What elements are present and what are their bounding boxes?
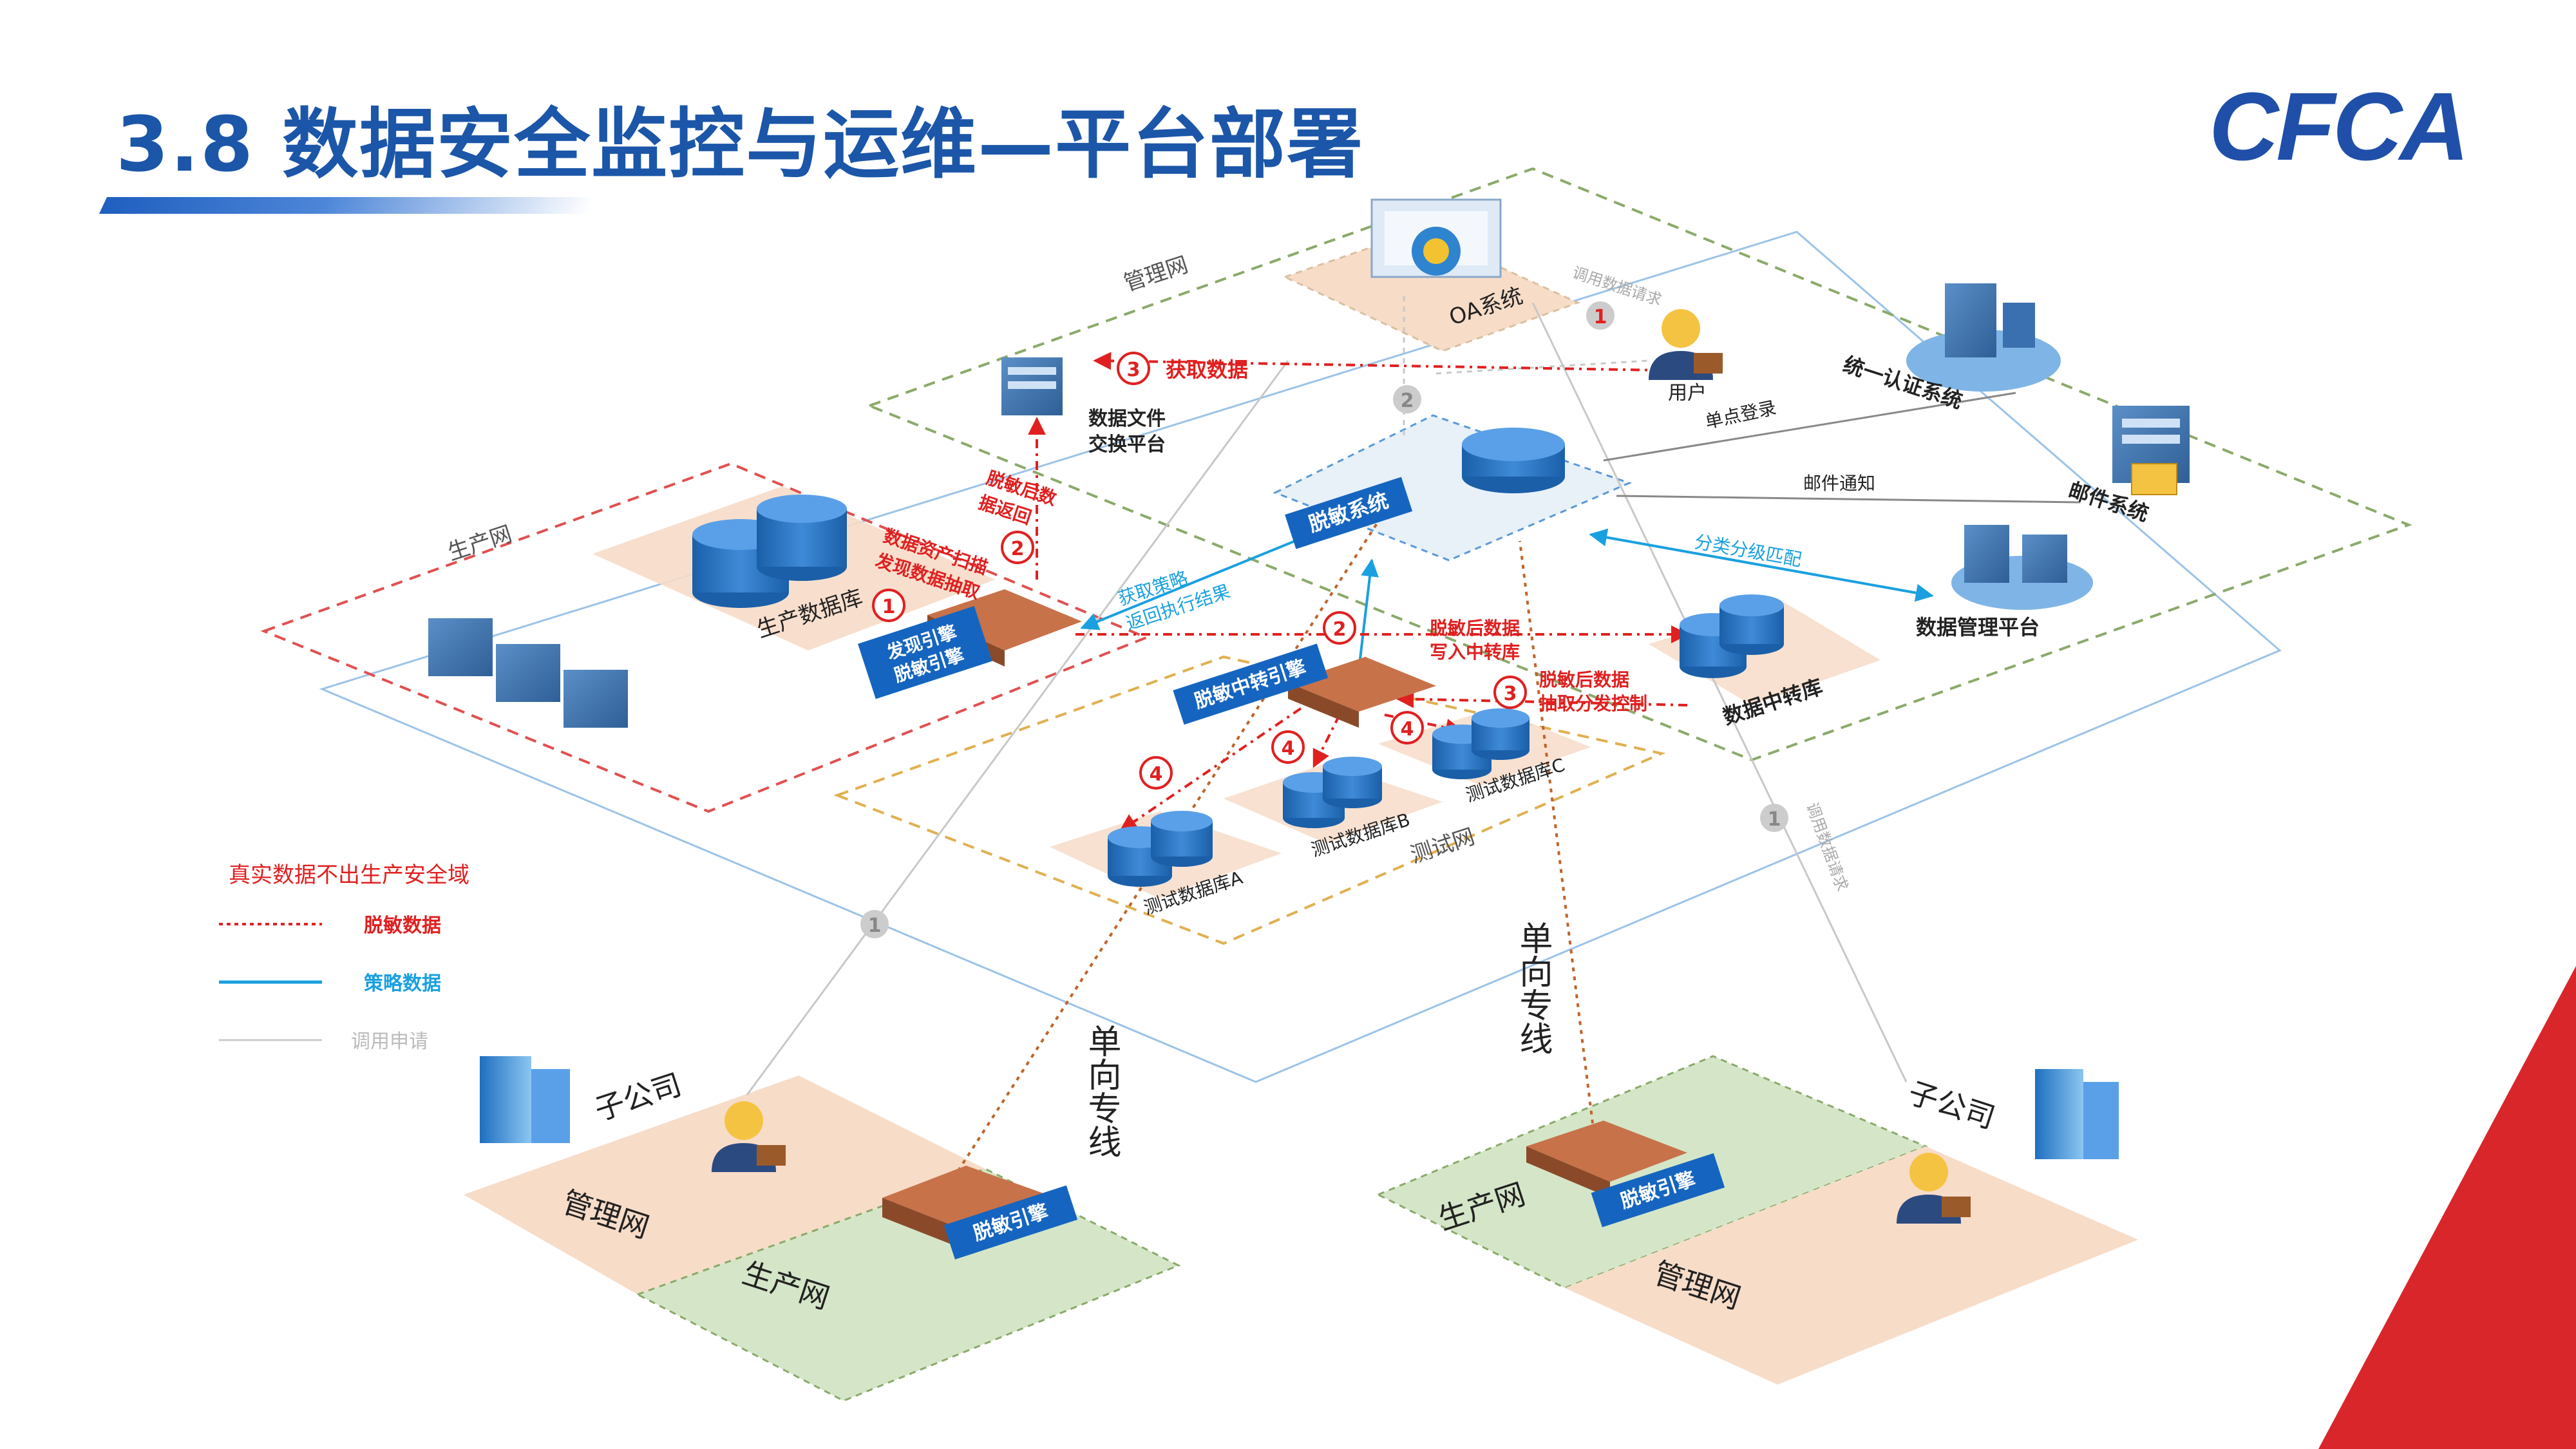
outer-platform	[319, 231, 2282, 1083]
call-request-label-top: 调用数据请求	[1570, 263, 1664, 309]
management-zone-label: 管理网	[1121, 252, 1191, 297]
desensitize-system-db-icon	[1462, 428, 1565, 493]
dedicated-line-label-left-text: 单向专线	[1082, 1024, 1121, 1158]
call-line-left	[746, 360, 1289, 1095]
subsidiary-right-label: 子公司	[1904, 1075, 2000, 1135]
dedicated-line-label-right: 单向专线	[1513, 921, 1552, 1055]
data-relay-db-icon	[1680, 594, 1784, 678]
relay-engine-box	[1173, 643, 1329, 725]
legend-heading: 真实数据不出生产安全域	[229, 862, 469, 888]
strategy-arrow-discovery	[1080, 526, 1329, 630]
step-4-a-num: 4	[1150, 763, 1163, 786]
step-1-left-call-num: 1	[868, 914, 882, 937]
user-icon	[1649, 309, 1723, 380]
step-3-extract-num: 3	[1504, 683, 1517, 705]
step-4-b: 4	[1271, 730, 1305, 764]
file-exchange-label-2: 交换平台	[1088, 433, 1166, 456]
subsidiary-left-engine-box	[943, 1185, 1078, 1260]
step-2-relay-num: 2	[1333, 618, 1347, 641]
legend-desensitized-label: 脱敏数据	[364, 914, 441, 937]
mail-system-icon	[2112, 406, 2190, 495]
subsidiary-left-label: 子公司	[591, 1066, 686, 1127]
step-1-right-call-num: 1	[1768, 808, 1781, 831]
step-4-c-num: 4	[1401, 718, 1414, 741]
classification-arrow	[1589, 528, 1934, 602]
subsidiary-right-user-icon	[1897, 1153, 1971, 1224]
step-1-user-num: 1	[1594, 306, 1607, 328]
step-4-a: 4	[1139, 756, 1173, 790]
subsidiary-right-engine-icon	[1526, 1121, 1687, 1198]
subsidiary-left-mgmt	[464, 1075, 985, 1294]
step-1-discovery: 1	[872, 589, 905, 622]
extract-label-1: 脱敏后数据	[1539, 669, 1629, 690]
user-label: 用户	[1668, 382, 1707, 404]
step-1-left-call: 1	[860, 910, 889, 938]
extract-label-2: 抽取分发控制	[1539, 693, 1647, 714]
call-line-right	[1531, 302, 1908, 1083]
discovery-engine-box	[858, 606, 992, 699]
legend-call-label: 调用申请	[351, 1030, 428, 1053]
slide-title: 3.8 数据安全监控与运维—平台部署	[116, 100, 1365, 189]
production-servers-icon	[428, 618, 628, 728]
dist-arrow-a	[1119, 707, 1302, 832]
data-mgmt-platform-label: 数据管理平台	[1916, 615, 2040, 639]
step-2-relay: 2	[1323, 611, 1356, 645]
dedicated-line-label-right-text: 单向专线	[1513, 921, 1552, 1055]
building-left-icon	[480, 1056, 570, 1143]
test-zone	[833, 655, 1666, 945]
oa-system-icon	[1370, 198, 1502, 278]
sso-label: 单点登录	[1703, 397, 1778, 433]
write-relay-label-2: 写入中转库	[1430, 641, 1520, 663]
legend-strategy-label: 策略数据	[364, 972, 441, 995]
unified-auth-icon	[1906, 283, 2061, 392]
subsidiary-right-engine-box	[1591, 1153, 1725, 1227]
test-db-a-icon	[1108, 811, 1213, 887]
subsidiary-left-user-icon	[712, 1101, 786, 1172]
step-2-return: 2	[1001, 531, 1034, 564]
corner-red-shape	[2318, 966, 2576, 1449]
test-db-c-icon	[1432, 708, 1530, 779]
desensitize-system-box	[1285, 477, 1413, 549]
step-2-oa-num: 2	[1401, 390, 1414, 412]
call-line-user	[1435, 359, 1649, 375]
classification-match-label: 分类分级匹配	[1693, 531, 1803, 571]
step-1-user: 1	[1586, 301, 1615, 330]
dist-arrow-b	[1312, 714, 1341, 768]
data-mgmt-platform-icon	[1951, 525, 2093, 610]
step-2-return-num: 2	[1011, 538, 1025, 560]
strategy-arrow-relay	[1358, 558, 1379, 670]
subsidiary-right-mgmt	[1565, 1146, 2138, 1385]
get-data-label: 获取数据	[1166, 357, 1248, 382]
step-2-oa: 2	[1393, 385, 1421, 413]
step-3-get-data-num: 3	[1127, 359, 1141, 381]
building-right-icon	[2035, 1069, 2119, 1159]
test-db-b-icon	[1283, 757, 1382, 828]
step-4-b-num: 4	[1282, 737, 1295, 760]
mail-line	[1616, 495, 2081, 504]
mail-notify-label: 邮件通知	[1803, 473, 1875, 494]
file-exchange-icon	[1001, 357, 1063, 415]
test-zone-label: 测试网	[1407, 824, 1477, 869]
step-1-discovery-num: 1	[882, 596, 896, 618]
write-relay-label-1: 脱敏后数据	[1430, 618, 1520, 639]
step-3-extract: 3	[1493, 676, 1527, 709]
get-data-arrow	[1093, 352, 1662, 372]
file-exchange-label-1: 数据文件	[1088, 408, 1166, 430]
step-4-c: 4	[1390, 711, 1424, 744]
sso-line	[1603, 392, 2016, 462]
cfca-logo: CFCA	[2209, 72, 2470, 180]
production-zone-label: 生产网	[444, 521, 515, 566]
dedicated-line-label-left: 单向专线	[1082, 1024, 1121, 1158]
step-1-right-call: 1	[1760, 804, 1788, 832]
production-db-icon	[692, 495, 847, 608]
production-zone	[260, 462, 1150, 813]
step-3-get-data: 3	[1117, 352, 1150, 385]
management-zone	[866, 167, 2412, 762]
extract-arrow	[1396, 690, 1688, 708]
